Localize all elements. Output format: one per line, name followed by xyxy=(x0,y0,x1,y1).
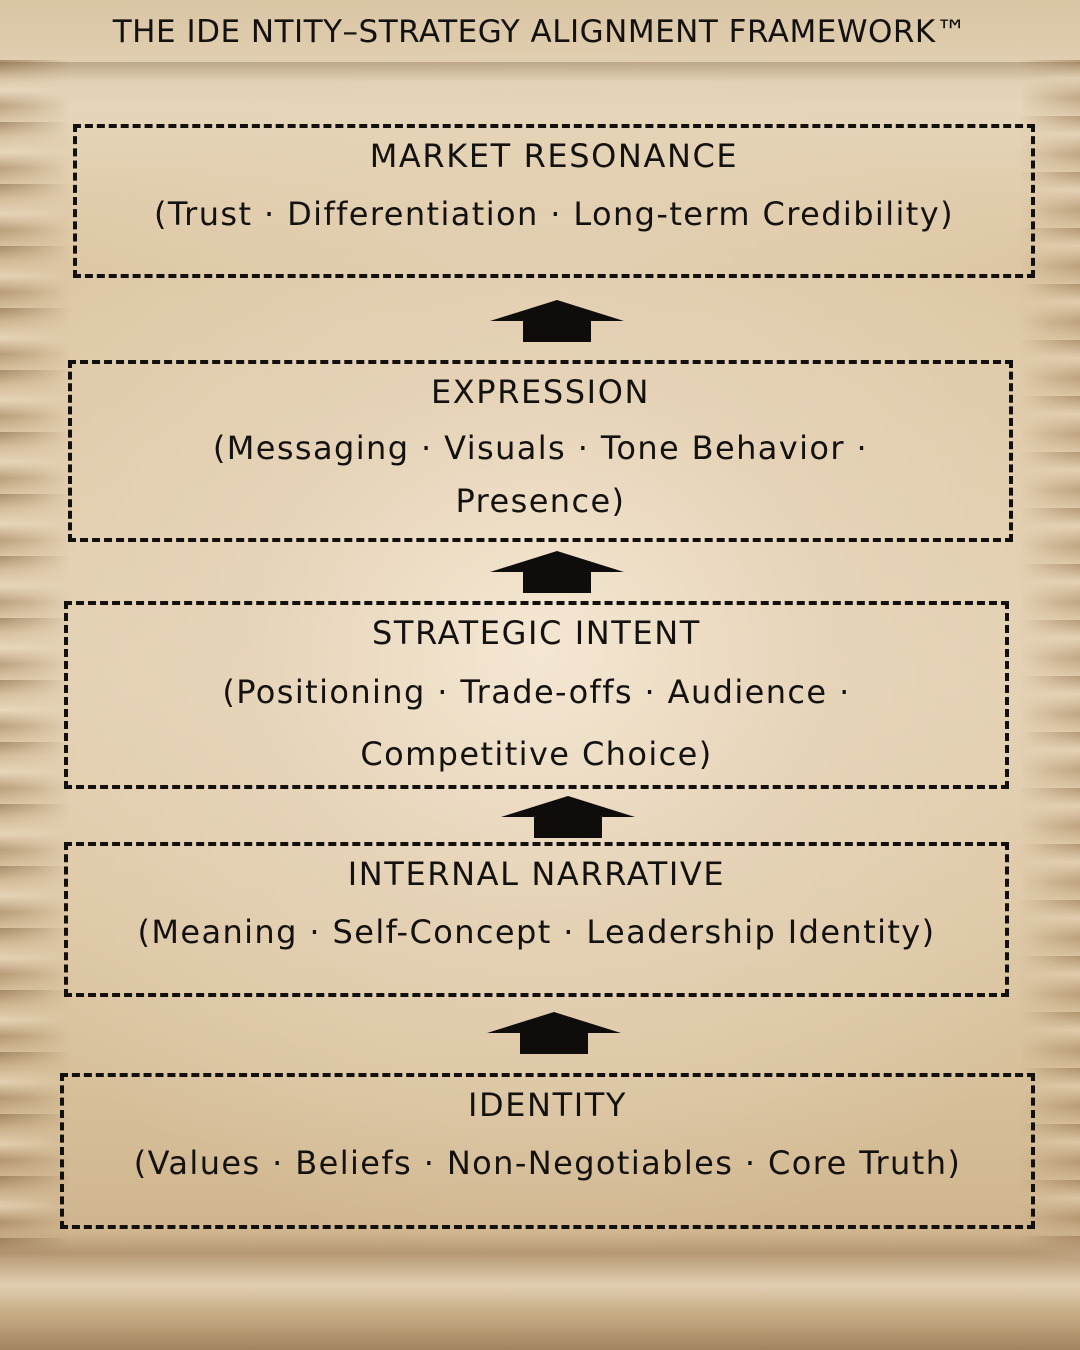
up-arrow-icon xyxy=(489,299,625,343)
layer-title: INTERNAL NARRATIVE xyxy=(347,855,726,893)
framework-title: THE IDE NTITY–STRATEGY ALIGNMENT FRAMEWO… xyxy=(112,14,968,50)
layer-title: EXPRESSION xyxy=(430,373,651,411)
layer-identity: IDENTITY (Values · Beliefs · Non-Negotia… xyxy=(60,1073,1035,1229)
up-arrow-icon xyxy=(486,1011,622,1055)
scroll-bottom-roll xyxy=(0,1232,1080,1350)
layer-title: MARKET RESONANCE xyxy=(369,137,739,175)
layer-internal-narrative: INTERNAL NARRATIVE (Meaning · Self-Conce… xyxy=(64,842,1009,997)
layer-detail: (Positioning · Trade-offs · Audience · C… xyxy=(222,673,851,774)
up-arrow-icon xyxy=(489,550,625,594)
layer-title: STRATEGIC INTENT xyxy=(372,614,701,652)
scroll-left-edge xyxy=(0,60,70,1260)
scroll-top-roll xyxy=(0,62,1080,102)
layer-expression: EXPRESSION (Messaging · Visuals · Tone B… xyxy=(68,360,1013,542)
layer-detail: (Meaning · Self-Concept · Leadership Ide… xyxy=(137,913,936,951)
up-arrow-icon xyxy=(500,795,636,839)
layer-detail: (Trust · Differentiation · Long-term Cre… xyxy=(154,195,954,233)
layer-detail: (Messaging · Visuals · Tone Behavior · P… xyxy=(212,429,869,520)
layer-title: IDENTITY xyxy=(467,1086,628,1124)
layer-strategic-intent: STRATEGIC INTENT (Positioning · Trade-of… xyxy=(64,601,1009,789)
scroll-right-edge xyxy=(1020,60,1080,1260)
layer-detail: (Values · Beliefs · Non-Negotiables · Co… xyxy=(133,1144,962,1182)
layer-market-resonance: MARKET RESONANCE (Trust · Differentiatio… xyxy=(73,124,1035,278)
